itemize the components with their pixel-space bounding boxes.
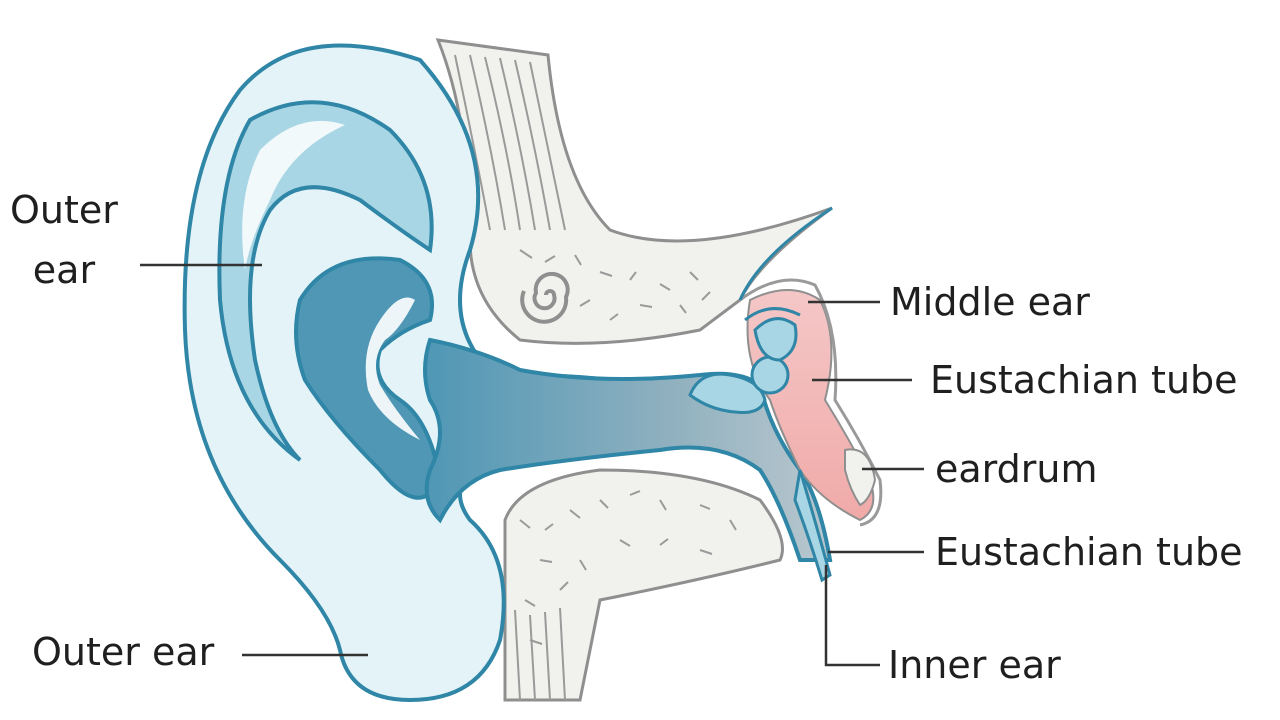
- middle-ear-outline: [739, 278, 883, 527]
- label-eardrum: eardrum: [935, 447, 1098, 491]
- label-outer-ear-top: Outer ear: [10, 180, 118, 300]
- ossicles: [688, 307, 801, 414]
- bone-texture-lines: [454, 54, 711, 321]
- cochlea-spiral: [520, 271, 570, 324]
- helix-highlight: [242, 120, 345, 270]
- temporal-bone-lower: [503, 468, 784, 702]
- bone-texture-lower: [514, 490, 737, 701]
- concha-highlight: [365, 297, 420, 440]
- eardrum-shape: [844, 448, 877, 507]
- label-middle-ear: Middle ear: [890, 280, 1090, 324]
- label-outer-ear-top-line2: ear: [32, 248, 96, 292]
- label-outer-ear-bottom: Outer ear: [32, 630, 215, 674]
- skin-line: [738, 206, 833, 301]
- label-eustachian-tube-lower: Eustachian tube: [935, 530, 1243, 574]
- label-eustachian-tube-upper: Eustachian tube: [930, 358, 1238, 402]
- leader-inner-ear: [824, 565, 880, 667]
- label-outer-ear-top-line1: Outer: [10, 188, 118, 232]
- leader-lines: [140, 263, 924, 667]
- label-inner-ear: Inner ear: [888, 643, 1061, 687]
